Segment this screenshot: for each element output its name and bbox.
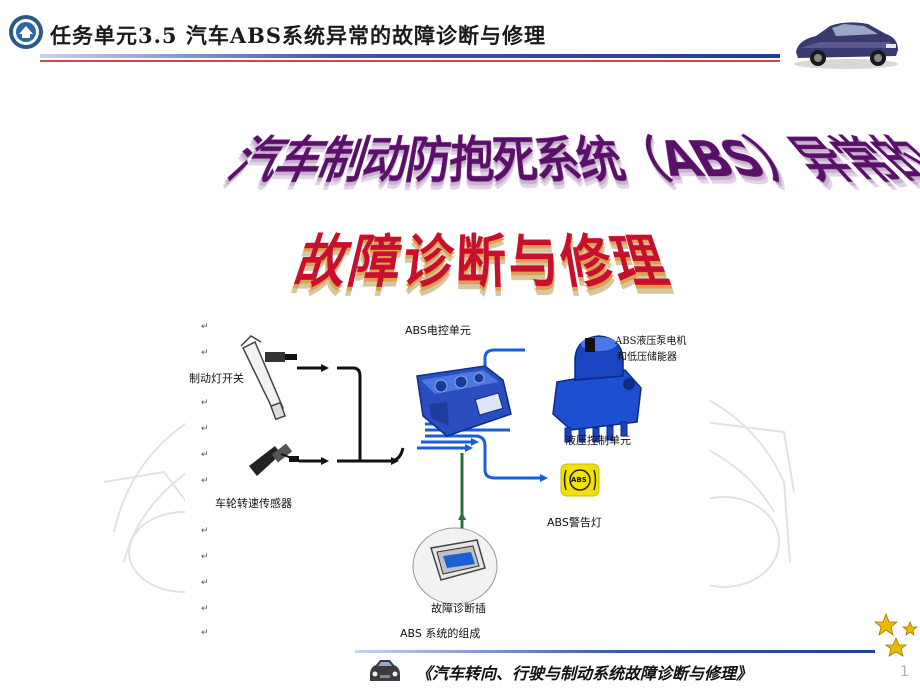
paragraph-mark: ↵ [201,628,209,638]
wordart-title-line2: 故障诊断与修理 [286,229,679,297]
paragraph-mark: ↵ [201,476,209,486]
label-abs-ecu: ABS电控单元 [405,324,471,337]
paragraph-mark: ↵ [201,552,209,562]
wheel-speed-sensor-icon [249,443,299,476]
header-divider [40,54,780,58]
paragraph-mark: ↵ [201,450,209,460]
page-number: 1 [900,664,909,680]
diagnostic-connector-icon [412,527,498,605]
label-pump-motor: ABS液压泵电机 [615,336,687,347]
label-hydraulic-unit: 液压控制单元 [565,434,631,447]
brake-pedal-icon [240,335,297,421]
car-photo-icon [790,12,902,70]
label-warning-lamp: ABS警告灯 [547,516,602,529]
footer-book-title: 《汽车转向、行驶与制动系统故障诊断与修理》 [416,664,753,683]
label-wheel-speed-sensor: 车轮转速传感器 [215,497,292,510]
hydraulic-control-unit-icon [552,335,642,443]
paragraph-mark: ↵ [201,526,209,536]
label-low-pressure-accumulator: 和低压储能器 [617,352,677,363]
school-emblem-icon [8,14,44,50]
label-brake-light-switch: 制动灯开关 [189,372,244,385]
paragraph-mark: ↵ [201,348,209,358]
abs-ecu-icon [416,365,512,437]
paragraph-mark: ↵ [201,578,209,588]
paragraph-mark: ↵ [201,322,209,332]
paragraph-mark: ↵ [201,398,209,408]
diagram-caption: ABS 系统的组成 [400,627,481,640]
abs-warning-lamp-icon [560,463,600,497]
paragraph-mark: ↵ [201,424,209,434]
page-title: 任务单元3.5 汽车ABS系统异常的故障诊断与修理 [50,23,547,48]
warning-lamp-text: ABS [571,476,587,484]
paragraph-mark: ↵ [201,604,209,614]
stars-icon [872,612,920,660]
label-diagnostic-connector: 故障诊断插 [431,602,486,615]
car-front-icon [366,657,402,685]
wordart-title-line1: 汽车制动防抱死系统（ABS）异常的 [217,132,920,191]
abs-system-diagram: ABS电控单元 ABS液压泵电机 和低压储能器 制动灯开关 液压控制单元 ABS… [185,318,710,650]
header-divider-accent [40,60,780,62]
footer-divider [355,650,875,653]
